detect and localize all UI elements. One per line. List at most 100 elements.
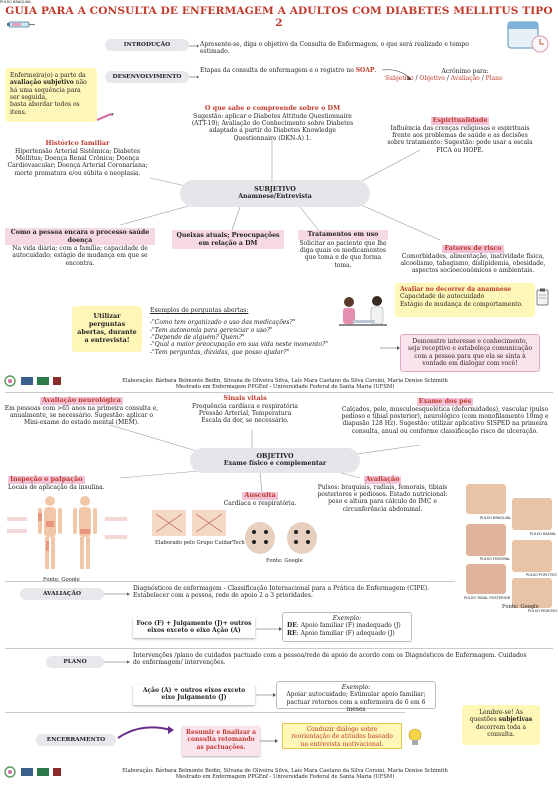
- plano-example: Exemplo: Apoiar autocuidado; Estimular a…: [276, 681, 436, 713]
- arrow-icon: [260, 739, 278, 743]
- objetivo-sub: Exame físico e complementar: [223, 460, 327, 467]
- health-process-title: Como a pessoa encara o processo saúde do…: [5, 228, 155, 246]
- open-questions-callout: Utilizar perguntas abertas, durante a en…: [72, 306, 142, 352]
- vitals-block: Sinais vitais Frequência cardíaca e resp…: [190, 394, 300, 425]
- divider: [5, 712, 405, 713]
- syringe-icon: [6, 14, 36, 34]
- complaints-block: Queixas atuais; Preocupações em relação …: [172, 230, 284, 250]
- lightbulb-icon: [407, 728, 423, 748]
- example-de: DE: Apoio familiar (F) inadequado (J): [287, 622, 407, 629]
- soap-term: SOAP: [355, 67, 375, 74]
- cuidartech-credit: Elaborado pelo Grupo CuidarTech: [155, 540, 245, 546]
- re-label: RE: [287, 629, 297, 637]
- question-item: -"Qual a maior preocupação em sua vida n…: [150, 341, 328, 349]
- risk-factors-block: Fatores de risco Comorbidades, alimentaç…: [398, 244, 548, 275]
- family-history-block: Histórico familiar Hipertensão Arterial …: [5, 139, 150, 177]
- credits-line: Elaboração: Bárbara Belmonte Bedin, Silv…: [122, 378, 448, 384]
- side-note: Enfermeira(o) a parte da avaliação subje…: [5, 68, 97, 122]
- acronym-sep: /: [444, 75, 451, 83]
- family-history-text: Hipertensão Arterial Sistêmica; Diabetes…: [7, 147, 148, 177]
- desenvolvimento-text-pre: Etapas da consulta de enfermagem e o reg…: [200, 67, 356, 74]
- acronym-title: Acrônimo para:: [441, 68, 489, 75]
- evaluate-line: Estágio de mudança de comportamento.: [400, 300, 523, 308]
- acronym-sep: /: [479, 75, 486, 83]
- side-note-line2: basta abordar todos os itens.: [10, 101, 80, 116]
- arrow-icon: [380, 346, 400, 350]
- question-item: -"Depende de alguém? Quem?": [150, 333, 245, 341]
- pulse-label: PULSO BRAQUIAL: [480, 516, 512, 520]
- acronym-a: Avaliação: [450, 75, 480, 83]
- auscultation-illustration: [150, 508, 230, 538]
- pulse-label: PULSO POPLÍTEO: [526, 573, 557, 577]
- arrow-icon: [256, 627, 282, 631]
- arrow-icon: [104, 660, 130, 664]
- credits-line: Mestrado em Enfermagem PPGEnf - Universi…: [175, 384, 395, 391]
- treatments-block: Tratamentos em uso Solicitar ao paciente…: [298, 230, 388, 269]
- evaluate-line: Capacidade de autocuidado: [400, 293, 485, 301]
- lung-sites-illustration: [242, 520, 322, 555]
- avaliacao-text: Diagnósticos de enfermagem - Classificaç…: [133, 585, 430, 600]
- assessment-text: Pulsos: braquiais, radiais, femorais, ti…: [317, 483, 448, 513]
- pulse-label: PULSO PEDIOSO: [528, 609, 558, 613]
- family-history-title: Histórico familiar: [45, 139, 110, 147]
- reminder-bold: subjetivas: [498, 716, 533, 724]
- what-knows-block: O que sabe e compreende sobre o DM Suges…: [190, 104, 355, 142]
- acronym-p: Plano: [485, 75, 503, 83]
- arrow-icon: [189, 75, 199, 79]
- arrow-icon: [256, 693, 276, 697]
- question-item: -"Tem perguntas, dúvidas, que posso ajud…: [150, 348, 290, 356]
- de-label: DE: [287, 622, 297, 630]
- inspection-text: Locais de aplicação da insulina.: [8, 483, 105, 491]
- spirituality-title: Espiritualidade: [430, 116, 490, 125]
- credits-bottom: Elaboração: Bárbara Belmonte Bedin, Silv…: [85, 768, 485, 781]
- what-knows-title: O que sabe e compreende sobre o DM: [204, 104, 341, 112]
- assessment-title: Avaliação: [363, 475, 402, 484]
- acronym-o: Objetivo: [419, 75, 445, 83]
- inspection-block: Inspeção e palpação Locais de aplicação …: [8, 475, 158, 491]
- example-title: Exemplo:: [332, 615, 362, 622]
- curved-arrow-icon: [381, 69, 412, 80]
- auscultation-block: Ausculta Cardíaca e respiratória.: [205, 491, 315, 507]
- divider: [5, 392, 553, 393]
- credits-top: Elaboração: Bárbara Belmonte Bedin, Silv…: [85, 378, 485, 391]
- focus-judgment-box: Foco (F) + Julgamento (J)+ outros eixos …: [133, 618, 255, 638]
- vitals-title: Sinais vitais: [223, 394, 267, 402]
- pencil-icon: [96, 112, 114, 122]
- spirituality-block: Espiritualidade Influência das crenças r…: [385, 116, 535, 154]
- pulse-label: PULSO TIBIAL POSTERIOR: [464, 596, 511, 600]
- re-text: : Apoio familiar (F) adequado (J): [296, 629, 395, 637]
- questions-items: -"Como tem organizado o uso das medicaçõ…: [150, 319, 340, 356]
- desenvolvimento-text: Etapas da consulta de enfermagem e o reg…: [200, 67, 400, 74]
- question-item: -"Como tem organizado o uso das medicaçõ…: [150, 319, 296, 327]
- acronym-parts: Subjetivo / Objetivo / Avaliação / Plano: [385, 75, 525, 82]
- intro-label: INTRODUÇÃO: [105, 39, 189, 51]
- credits-line: Elaboração: Bárbara Belmonte Bedin, Silv…: [122, 768, 448, 774]
- action-box: Ação (A) + outros eixos exceto eixo Julg…: [133, 685, 255, 705]
- plano-label: PLANO: [46, 656, 104, 668]
- health-process-text: Na vida diária; com a família; capacidad…: [12, 245, 148, 267]
- evaluate-title: Avaliar no decorrer da anamnese: [400, 286, 512, 293]
- side-note-pre: Enfermeira(o) a parte da: [10, 72, 86, 79]
- side-note-bold: avaliação subjetivo: [10, 79, 74, 87]
- credits-line: Mestrado em Enfermagem PPGEnf - Universi…: [175, 774, 395, 781]
- desenvolvimento-label: DESENVOLVIMENTO: [105, 71, 189, 83]
- example-re: RE: Apoio familiar (F) adequado (J): [287, 630, 407, 637]
- acronym-block: Acrônimo para: Subjetivo / Objetivo / Av…: [385, 68, 525, 83]
- inspection-title: Inspeção e palpação: [8, 475, 85, 484]
- institution-logos: [3, 765, 63, 779]
- risk-factors-text: Comorbidades, alimentação, inatividade f…: [400, 252, 546, 275]
- encerramento-label: ENCERRAMENTO: [36, 734, 116, 746]
- plano-text: Intervenções /plano de cuidados pactuado…: [133, 652, 527, 667]
- subjetivo-center: SUBJETIVO Anamnese/Entrevista: [180, 180, 370, 207]
- fonte-google: Fonte: Google: [502, 604, 539, 610]
- pulse-illustrations: [462, 482, 556, 612]
- divider: [5, 581, 455, 582]
- feet-text: Calçados, pele, musculoesquelética (defo…: [341, 405, 549, 435]
- pulse-label: PULSO RADIAL: [530, 532, 557, 536]
- intro-text: Apresente-se, diga o objetivo da Consult…: [200, 41, 469, 56]
- questions-list: Exemplos de perguntas abertas: -"Como te…: [150, 307, 340, 356]
- subjetivo-sub: Anamnese/Entrevista: [238, 193, 312, 200]
- interest-note: Demonstre interesse e conhecimento, seja…: [400, 334, 540, 372]
- risk-factors-title: Fatores de risco: [442, 244, 504, 253]
- objetivo-center: OBJETIVO Exame físico e complementar: [190, 448, 360, 473]
